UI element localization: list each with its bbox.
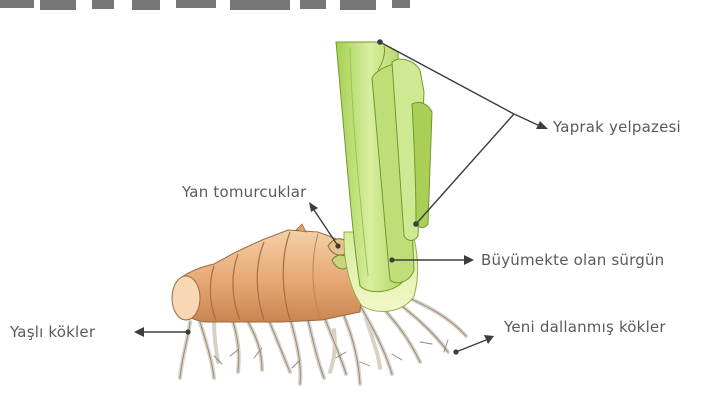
- label-growing-shoot: Büyümekte olan sürgün: [481, 251, 664, 269]
- label-new-branched-roots: Yeni dallanmış kökler: [504, 318, 666, 336]
- label-lateral-buds: Yan tomurcuklar: [182, 183, 307, 201]
- label-old-roots: Yaşlı kökler: [10, 323, 95, 341]
- cropped-top-text: [0, 0, 410, 10]
- label-leaf-fan: Yaprak yelpazesi: [553, 118, 681, 136]
